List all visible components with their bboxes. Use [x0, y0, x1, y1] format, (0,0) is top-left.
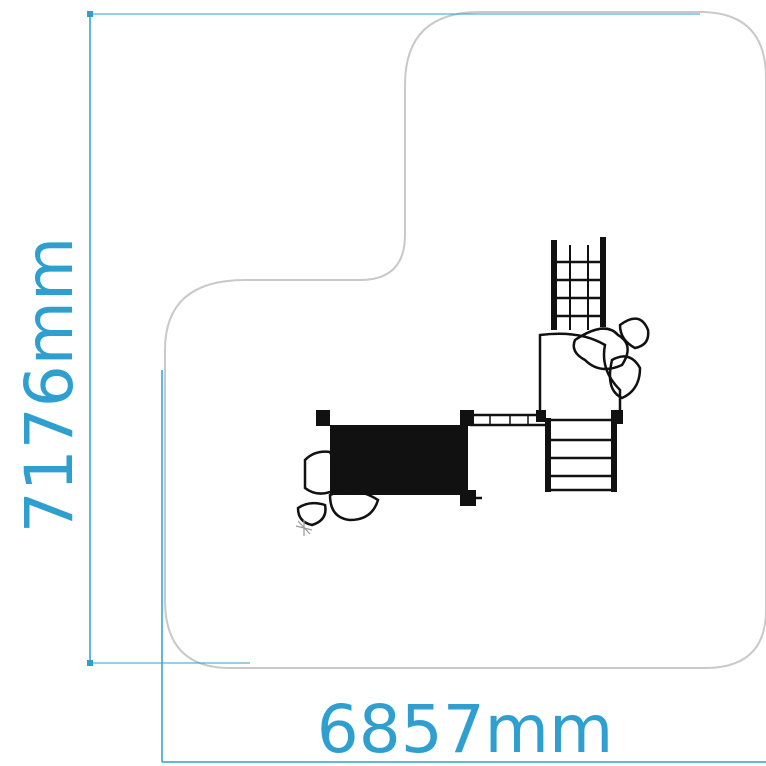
safety-zone-outline [164, 11, 766, 669]
playground-equipment-icon [295, 237, 650, 536]
crawl-tunnel [316, 410, 482, 506]
top-ladder [551, 237, 606, 330]
height-tick-top [87, 11, 93, 17]
bottom-ladder [545, 418, 617, 492]
height-tick-bottom [87, 660, 93, 666]
width-label: 6857mm [317, 691, 614, 766]
left-boulders [296, 450, 380, 527]
climbing-boulder [572, 317, 650, 400]
height-label: 7176mm [11, 237, 88, 534]
height-dimension [87, 11, 700, 666]
bridge [470, 413, 545, 427]
small-marker [295, 520, 313, 536]
width-dimension [161, 370, 766, 763]
